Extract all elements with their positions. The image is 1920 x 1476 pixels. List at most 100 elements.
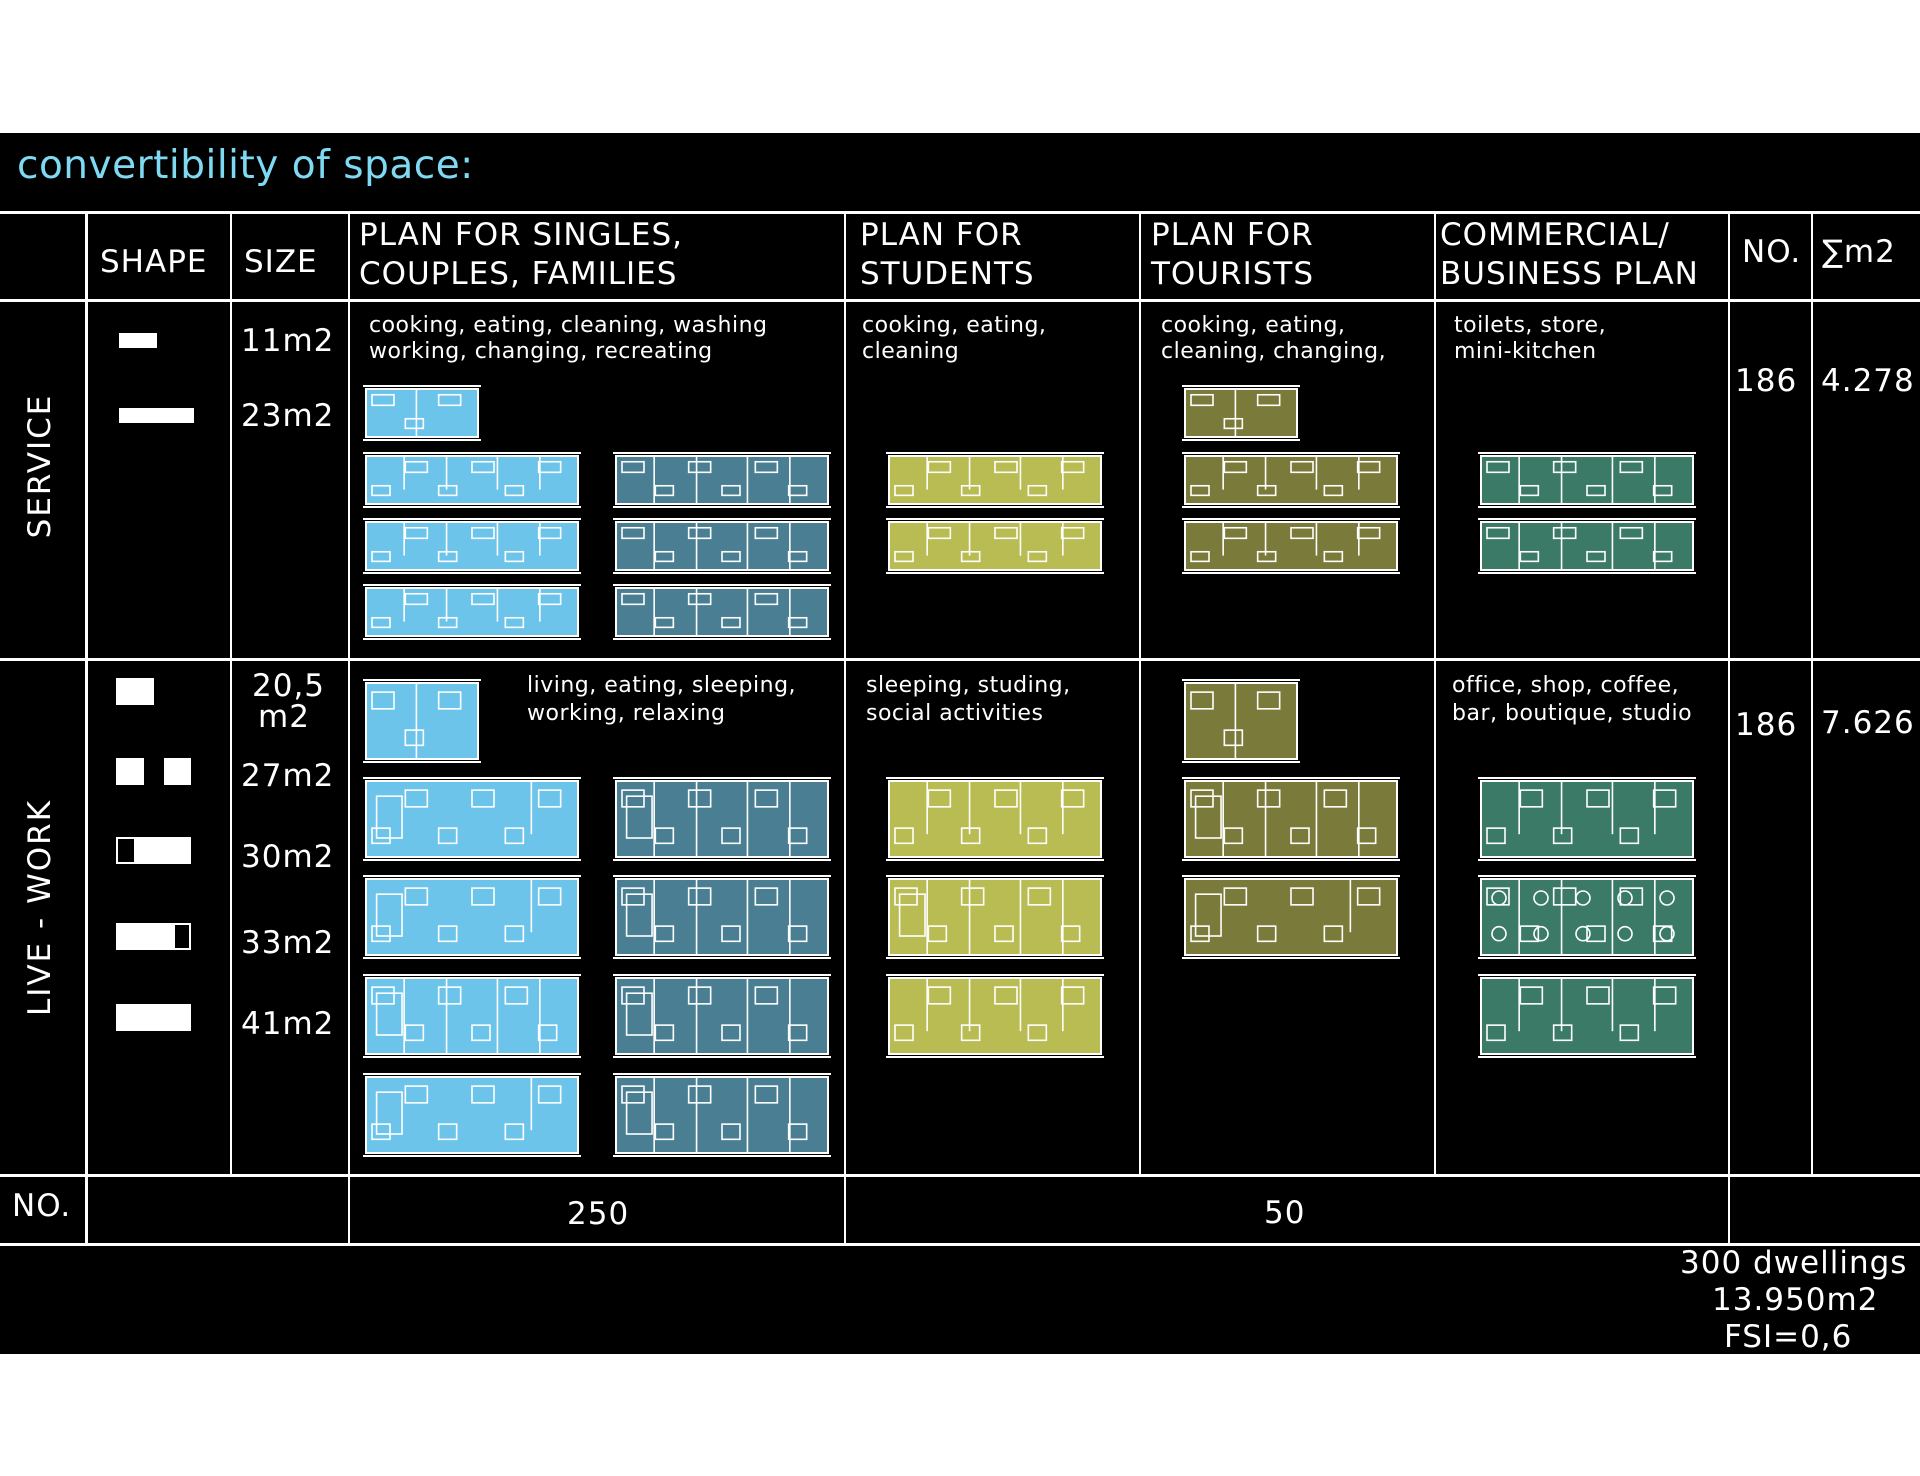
header-commercial-line2: BUSINESS PLAN <box>1440 256 1699 292</box>
service-tourists-desc-2: cleaning, changing, <box>1161 339 1387 364</box>
footer-count-50: 50 <box>1264 1195 1306 1231</box>
grid-line <box>1434 211 1436 1176</box>
shape-icon-11 <box>119 333 157 348</box>
diagram-title: convertibility of space: <box>17 143 474 188</box>
grid-line <box>348 211 350 1245</box>
footer-count-250: 250 <box>567 1196 630 1232</box>
shape-icon-20 <box>116 678 154 705</box>
floor-plan-thumbnail <box>613 875 831 959</box>
grid-line <box>844 211 846 1245</box>
floor-plan-thumbnail <box>1478 452 1696 508</box>
floor-plan-thumbnail <box>613 1073 831 1157</box>
size-23m2: 23m2 <box>241 398 335 434</box>
floor-plan-thumbnail <box>1182 452 1400 508</box>
shape-icon-23 <box>119 408 194 423</box>
floor-plan-thumbnail <box>613 777 831 861</box>
header-singles-line2: COUPLES, FAMILIES <box>359 256 678 292</box>
shape-icon-27 <box>116 758 191 785</box>
footer-no-label: NO. <box>12 1188 72 1224</box>
livework-singles-desc-1: living, eating, sleeping, <box>527 673 797 698</box>
service-tourists-desc-1: cooking, eating, <box>1161 313 1346 338</box>
floor-plan-thumbnail <box>363 385 481 441</box>
floor-plan-thumbnail <box>1478 518 1696 574</box>
shape-icon-33 <box>116 923 191 950</box>
livework-students-desc-2: social activities <box>866 701 1044 726</box>
shape-icon-30 <box>116 837 191 864</box>
floor-plan-thumbnail <box>1182 777 1400 861</box>
floor-plan-thumbnail <box>1182 518 1400 574</box>
grid-line <box>85 211 88 1245</box>
row-label-live-work: LIVE - WORK <box>22 798 58 1016</box>
service-sum: 4.278 <box>1821 363 1915 399</box>
service-commercial-desc-2: mini-kitchen <box>1454 339 1597 364</box>
grid-line <box>0 1243 1920 1246</box>
header-tourists-line1: PLAN FOR <box>1151 217 1314 253</box>
shape-icon-41 <box>116 1004 191 1031</box>
floor-plan-thumbnail <box>363 1073 581 1157</box>
livework-commercial-desc-1: office, shop, coffee, <box>1452 673 1680 698</box>
service-students-desc-1: cooking, eating, <box>862 313 1047 338</box>
size-11m2: 11m2 <box>241 323 335 359</box>
livework-no: 186 <box>1735 707 1798 743</box>
header-students-line2: STUDENTS <box>860 256 1035 292</box>
floor-plan-thumbnail <box>363 974 581 1058</box>
floor-plan-thumbnail <box>1182 679 1300 763</box>
grid-line <box>1139 211 1141 1176</box>
floor-plan-thumbnail <box>363 452 581 508</box>
floor-plan-thumbnail <box>363 875 581 959</box>
grid-line <box>0 1174 1920 1177</box>
header-singles-line1: PLAN FOR SINGLES, <box>359 217 683 253</box>
service-students-desc-2: cleaning <box>862 339 960 364</box>
header-shape: SHAPE <box>100 244 208 280</box>
floor-plan-thumbnail <box>886 875 1104 959</box>
floor-plan-thumbnail <box>613 584 831 640</box>
floor-plan-thumbnail <box>363 777 581 861</box>
grid-line <box>230 211 232 1176</box>
grid-line <box>0 658 1920 661</box>
floor-plan-thumbnail <box>613 452 831 508</box>
total-area: 13.950m2 <box>1712 1282 1879 1318</box>
floor-plan-thumbnail <box>1182 875 1400 959</box>
service-commercial-desc-1: toilets, store, <box>1454 313 1607 338</box>
livework-commercial-desc-2: bar, boutique, studio <box>1452 701 1693 726</box>
floor-plan-thumbnail <box>1182 385 1300 441</box>
total-dwellings: 300 dwellings <box>1680 1245 1908 1281</box>
total-fsi: FSI=0,6 <box>1724 1319 1853 1355</box>
header-tourists-line2: TOURISTS <box>1151 256 1314 292</box>
floor-plan-thumbnail <box>363 584 581 640</box>
size-30m2: 30m2 <box>241 839 335 875</box>
floor-plan-thumbnail <box>613 518 831 574</box>
service-no: 186 <box>1735 363 1798 399</box>
floor-plan-thumbnail <box>1478 875 1696 959</box>
service-singles-desc-1: cooking, eating, cleaning, washing <box>369 313 768 338</box>
diagram-sheet: convertibility of space: SHAPE SIZE PLAN… <box>0 133 1920 1355</box>
livework-singles-desc-2: working, relaxing <box>527 701 726 726</box>
row-label-service: SERVICE <box>22 393 58 539</box>
floor-plan-thumbnail <box>886 518 1104 574</box>
header-sum-m2: ∑m2 <box>1822 234 1896 270</box>
livework-students-desc-1: sleeping, studing, <box>866 673 1071 698</box>
header-students-line1: PLAN FOR <box>860 217 1023 253</box>
floor-plan-thumbnail <box>1478 777 1696 861</box>
floor-plan-thumbnail <box>363 679 481 763</box>
livework-sum: 7.626 <box>1821 705 1915 741</box>
floor-plan-thumbnail <box>886 974 1104 1058</box>
grid-line <box>1728 211 1730 1245</box>
floor-plan-thumbnail <box>886 452 1104 508</box>
header-size: SIZE <box>244 244 318 280</box>
grid-line <box>1811 211 1813 1176</box>
floor-plan-thumbnail <box>886 777 1104 861</box>
header-commercial-line1: COMMERCIAL/ <box>1440 217 1670 253</box>
size-33m2: 33m2 <box>241 925 335 961</box>
grid-line <box>0 211 1920 214</box>
size-20-5: 20,5 <box>252 668 326 704</box>
size-m2: m2 <box>258 699 310 735</box>
header-no: NO. <box>1742 234 1802 270</box>
size-27m2: 27m2 <box>241 758 335 794</box>
floor-plan-thumbnail <box>363 518 581 574</box>
grid-line <box>0 299 1920 302</box>
size-41m2: 41m2 <box>241 1006 335 1042</box>
service-singles-desc-2: working, changing, recreating <box>369 339 713 364</box>
floor-plan-thumbnail <box>613 974 831 1058</box>
floor-plan-thumbnail <box>1478 974 1696 1058</box>
